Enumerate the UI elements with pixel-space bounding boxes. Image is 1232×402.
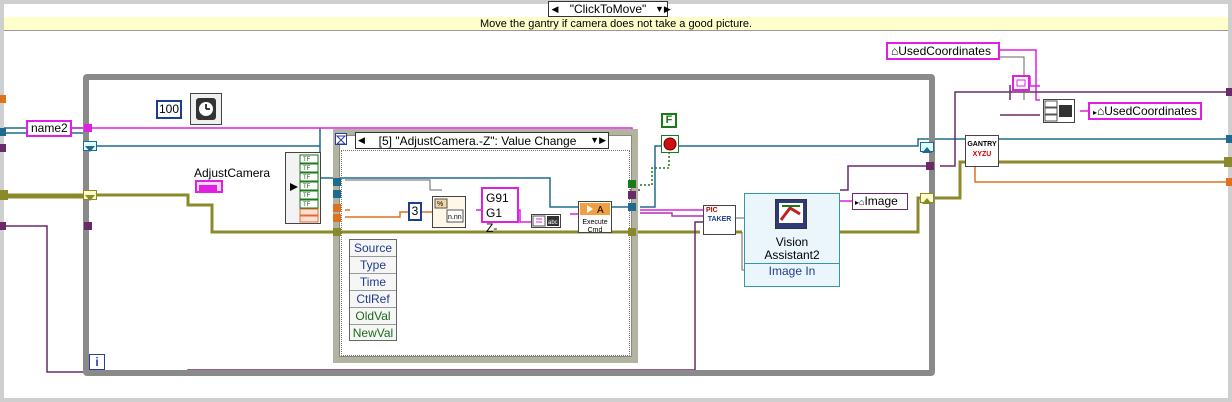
event-selector-label: [5] "AdjustCamera.-Z": Value Change	[378, 133, 577, 148]
gantry-xyzu-subvi[interactable]: GANTRY XYZU	[965, 135, 999, 167]
event-selector[interactable]: ◀ [5] "AdjustCamera.-Z": Value Change ▼▶	[355, 132, 609, 149]
event-tunnel-out-error	[628, 228, 636, 236]
used-coordinates-out-label: UsedCoordinates	[1104, 104, 1197, 118]
pic-taker-top-label: PIC	[706, 207, 718, 214]
case-tunnel-out-purple	[1226, 88, 1232, 96]
event-data-field: NewVal	[352, 326, 394, 340]
event-prev-arrow-icon[interactable]: ◀	[358, 135, 365, 145]
event-tunnel-blue	[333, 178, 341, 186]
event-data-field: Source	[350, 240, 396, 257]
svg-text:A: A	[597, 205, 604, 216]
case-tunnel-out-orange	[1226, 178, 1232, 186]
pic-taker-subvi[interactable]: PIC TAKER	[703, 205, 736, 235]
image-ref-label: Image	[864, 194, 898, 208]
adjust-camera-terminal[interactable]	[195, 180, 223, 193]
event-tunnel-orange-2	[333, 214, 341, 222]
case-next-arrow-icon[interactable]: ▼▶	[654, 3, 671, 14]
svg-text:abc: abc	[548, 220, 558, 226]
stop-constant[interactable]: F	[661, 113, 677, 128]
svg-text:TF: TF	[303, 202, 311, 208]
case-tunnel-blue	[0, 128, 6, 136]
case-prev-arrow-icon[interactable]: ◀	[551, 3, 559, 14]
shift-register-right-error	[920, 193, 934, 204]
svg-text:TF: TF	[303, 175, 311, 181]
execute-cmd-label: Execute Cmd	[582, 219, 608, 234]
boolean-wire	[640, 152, 670, 186]
empty-string-constant[interactable]	[1012, 75, 1030, 91]
format-into-string-icon[interactable]: % n.nn	[432, 196, 466, 228]
event-tunnel-out-bool	[628, 180, 636, 188]
shift-register-left-blue	[83, 141, 97, 152]
svg-text:TF: TF	[303, 166, 311, 172]
retry-constant[interactable]: 3	[408, 202, 422, 221]
iteration-terminal: i	[89, 354, 105, 370]
event-tunnel-out-purple	[628, 191, 636, 199]
vision-assistant-icon	[775, 199, 807, 229]
svg-text:TF: TF	[303, 184, 311, 190]
case-tunnel-out-blue	[1226, 135, 1232, 143]
event-data-field: Time	[350, 274, 396, 291]
event-string-wire	[640, 212, 705, 217]
case-tunnel-orange	[0, 95, 6, 103]
tunnel-image-out	[926, 162, 934, 170]
subdiagram-label[interactable]: Move the gantry if camera does not take …	[4, 17, 1228, 31]
used-coordinates-label: UsedCoordinates	[898, 44, 991, 58]
home-icon: ⌂	[859, 197, 865, 207]
event-data-field: OldVal	[350, 308, 396, 325]
shift-register-right-blue	[920, 142, 934, 153]
used-coordinates-local[interactable]: ⌂UsedCoordinates	[886, 42, 1000, 60]
case-tunnel-error	[0, 190, 8, 200]
pic-taker-bottom-label: TAKER	[707, 216, 732, 223]
svg-text:%: %	[437, 201, 443, 208]
gcode-line-2: G1 Z-	[486, 206, 503, 235]
build-array-icon[interactable]	[1043, 99, 1075, 123]
gcode-line-1: G91	[486, 191, 509, 205]
svg-text:TF: TF	[303, 157, 311, 163]
error-wires	[4, 160, 1228, 234]
home-icon: ⌂	[891, 44, 899, 58]
event-data-node[interactable]: Source Type Time CtlRef OldVal NewVal	[349, 239, 397, 341]
event-next-arrow-icon[interactable]: ▼▶	[590, 135, 606, 145]
svg-text:TF: TF	[303, 193, 311, 199]
home-icon: ⌂	[1097, 104, 1105, 118]
case-tunnel-purple-2	[0, 222, 6, 230]
gantry-top-label: GANTRY	[967, 141, 997, 148]
execute-cmd-icon[interactable]: A Execute Cmd	[578, 201, 612, 234]
vision-assistant-label: Vision Assistant2	[764, 235, 820, 262]
tunnel-ref-in	[84, 222, 92, 230]
image-property-node[interactable]: ▸⌂Image	[852, 193, 908, 210]
pointer-arrow-icon: ▸	[855, 198, 860, 207]
name-control[interactable]: name2	[26, 120, 72, 137]
event-structure-inner	[341, 150, 630, 356]
case-tunnel-purple	[0, 144, 6, 152]
vision-image-in-terminal[interactable]: Image In	[745, 263, 839, 278]
event-data-field: Type	[350, 257, 396, 274]
adjust-camera-label: AdjustCamera	[194, 166, 271, 180]
event-tunnel-blue-2	[333, 190, 341, 198]
event-tunnel-orange	[333, 204, 341, 212]
case-selector[interactable]: ◀ "ClickToMove" ▼▶	[548, 1, 671, 17]
event-data-field: CtlRef	[350, 291, 396, 308]
concatenate-strings-icon[interactable]: abc	[531, 214, 561, 228]
gcode-string-constant[interactable]: G91 G1 Z-	[481, 187, 519, 235]
gantry-bottom-label: XYZU	[972, 151, 992, 158]
event-tunnel-error	[333, 228, 341, 236]
event-tunnel-out-blue	[628, 203, 636, 211]
wait-ms-icon[interactable]	[190, 93, 222, 125]
shift-register-left-error	[83, 190, 97, 201]
case-tunnel-out-error	[1224, 157, 1232, 167]
used-coordinates-output[interactable]: ▸⌂UsedCoordinates	[1088, 102, 1202, 120]
wait-constant[interactable]: 100	[156, 100, 182, 119]
tunnel-name-in	[84, 124, 92, 132]
stop-button-icon[interactable]	[661, 135, 679, 153]
pointer-arrow-icon: ▸	[1093, 108, 1098, 117]
case-selector-label: "ClickToMove"	[569, 2, 647, 16]
event-timeout-terminal	[335, 133, 347, 145]
svg-text:n.nn: n.nn	[448, 214, 462, 221]
bundle-by-name-icon[interactable]: TF TF TF TF TF TF	[285, 152, 321, 224]
